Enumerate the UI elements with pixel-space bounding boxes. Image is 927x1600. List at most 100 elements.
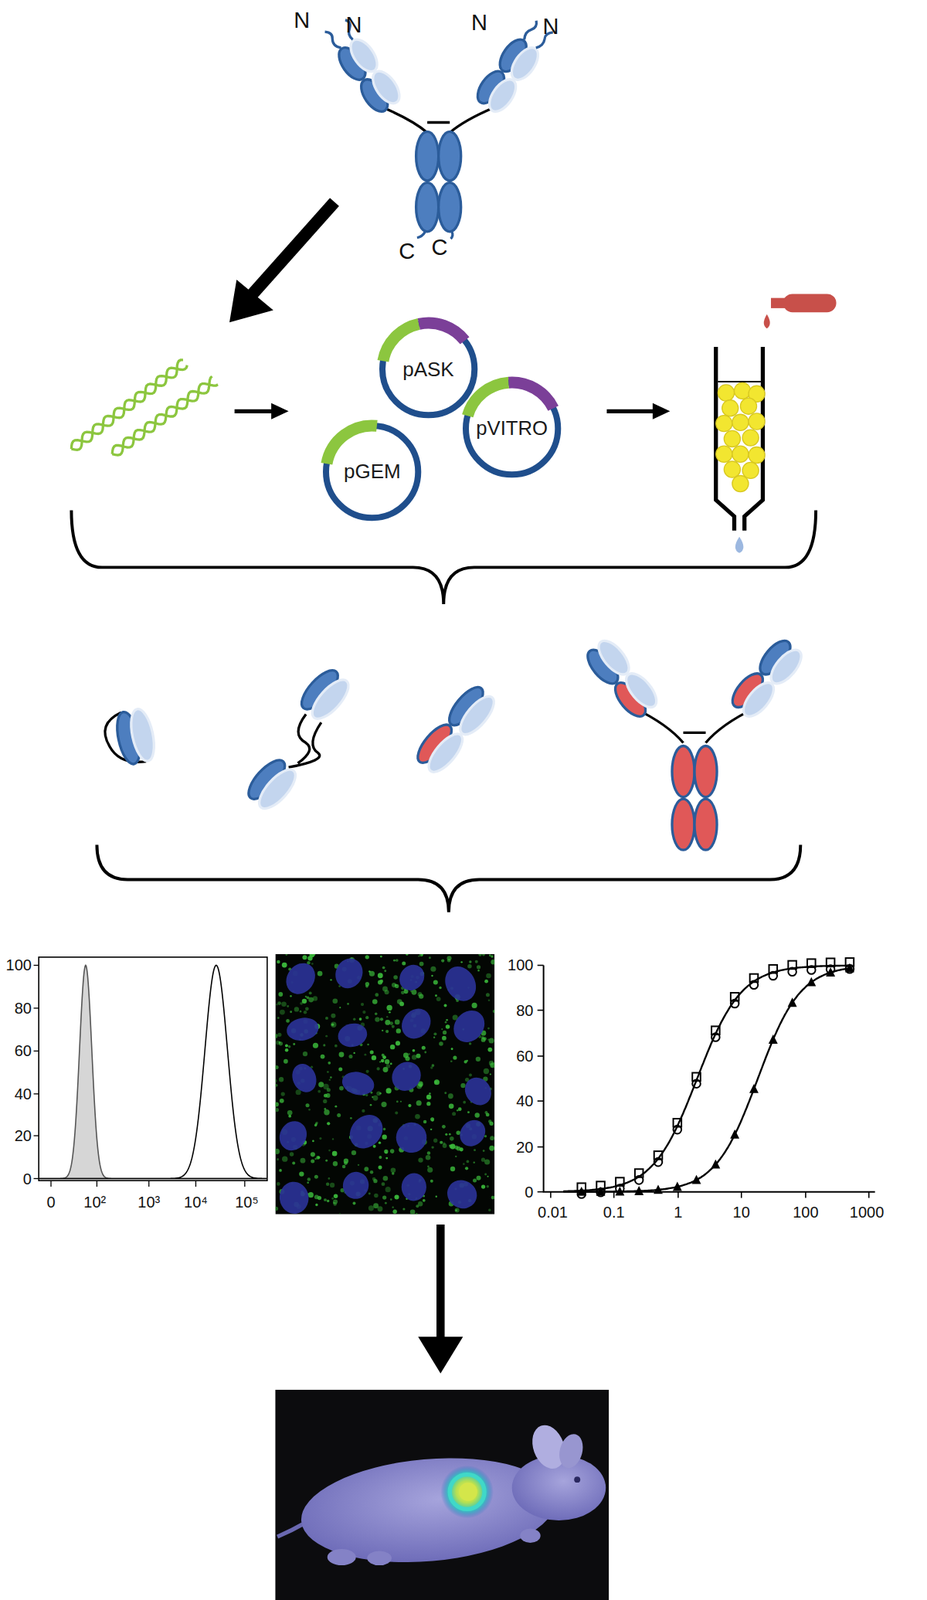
axis-tick: 10² [83, 1194, 106, 1210]
confocal-image [312, 1042, 319, 1049]
terminus-label: N [542, 15, 559, 38]
confocal-image [276, 960, 280, 964]
plasmid-circle: pGEM [319, 418, 425, 525]
axis-tick: 100 [507, 957, 534, 973]
confocal-image [373, 1193, 379, 1199]
in-vivo-image [573, 1476, 581, 1483]
confocal-image [476, 964, 481, 969]
confocal-image [275, 1116, 312, 1156]
confocal-image [405, 954, 408, 956]
confocal-image [467, 964, 472, 969]
confocal-image [488, 998, 491, 1002]
terminus-label: N [471, 11, 488, 34]
affinity-column [735, 536, 744, 554]
antibody-format [101, 706, 159, 769]
binding-curve-chart [740, 1191, 743, 1199]
confocal-image [386, 1015, 388, 1018]
confocal-image [343, 1157, 349, 1163]
confocal-image [359, 1017, 363, 1021]
confocal-image [384, 989, 390, 995]
confocal-image [402, 1207, 405, 1210]
confocal-image [384, 1151, 388, 1155]
confocal-image [275, 1101, 279, 1107]
confocal-image [370, 1049, 374, 1054]
confocal-image [438, 960, 482, 1007]
confocal-image [394, 984, 399, 989]
confocal-image [329, 1078, 331, 1080]
plasmid-name: pVITRO [475, 418, 548, 439]
confocal-image [390, 1198, 393, 1201]
confocal-image [450, 1166, 456, 1172]
confocal-image [334, 1105, 337, 1108]
confocal-image [373, 1144, 377, 1148]
confocal-image [357, 1164, 360, 1166]
flow-histogram [33, 1007, 40, 1009]
confocal-image [488, 1145, 495, 1152]
confocal-image [362, 1010, 366, 1014]
confocal-image [395, 1002, 437, 1045]
confocal-image [484, 1134, 487, 1138]
binding-curve-chart [673, 1125, 683, 1135]
antibody-format [127, 706, 159, 764]
confocal-image [415, 1212, 418, 1215]
confocal-image [303, 1010, 307, 1014]
confocal-image [308, 1108, 311, 1111]
confocal-image [431, 1063, 435, 1067]
confocal-image [427, 1151, 431, 1155]
confocal-image [374, 992, 379, 997]
binding-curve-chart [868, 1191, 870, 1199]
binding-curve-chart [692, 1174, 702, 1185]
confocal-image [393, 959, 396, 962]
confocal-image [369, 971, 375, 977]
igg-antibody [438, 182, 462, 231]
flow-histogram [38, 964, 268, 1179]
confocal-image [372, 998, 378, 1005]
confocal-image [326, 1070, 330, 1074]
binding-curve-chart [634, 1185, 644, 1196]
confocal-image [416, 1100, 422, 1106]
confocal-image [462, 1162, 466, 1165]
axis-tick: 0 [524, 1184, 534, 1200]
confocal-image [288, 1114, 292, 1118]
antibody-format [288, 714, 322, 768]
confocal-image [433, 1032, 437, 1036]
dna-strand [71, 359, 184, 449]
confocal-image [334, 1044, 338, 1048]
confocal-image [278, 1076, 284, 1082]
confocal-image [275, 954, 495, 1215]
binding-curve-chart [807, 965, 816, 975]
resin-bead [748, 413, 765, 430]
confocal-image [305, 1006, 309, 1011]
confocal-image [275, 1065, 279, 1070]
confocal-image [342, 1107, 390, 1155]
resin-bead [732, 475, 749, 492]
confocal-image [410, 1209, 416, 1215]
confocal-image [481, 1184, 486, 1189]
binding-curve-chart [769, 971, 778, 981]
resin-bead [742, 461, 759, 479]
confocal-image [332, 1137, 334, 1140]
confocal-image [353, 1018, 356, 1021]
confocal-image [305, 1103, 310, 1107]
confocal-image [312, 1140, 315, 1143]
confocal-image [451, 1111, 456, 1116]
confocal-image [399, 1001, 405, 1006]
flow-histogram [244, 1180, 245, 1187]
confocal-image [434, 994, 438, 997]
confocal-image [376, 1090, 381, 1096]
confocal-image [310, 1151, 316, 1157]
confocal-image [430, 1117, 435, 1121]
confocal-image [285, 1015, 321, 1043]
confocal-image [348, 1054, 353, 1059]
confocal-image [339, 1168, 372, 1203]
confocal-image [454, 1114, 491, 1152]
flow-histogram [33, 964, 40, 966]
binding-curve-chart [677, 1191, 680, 1199]
confocal-image [275, 1040, 281, 1046]
confocal-image [465, 1166, 469, 1170]
antibody-format [423, 728, 469, 778]
confocal-image [383, 969, 387, 972]
plasmid-insert [326, 425, 377, 464]
confocal-image [306, 1181, 309, 1184]
confocal-image [475, 1112, 480, 1118]
